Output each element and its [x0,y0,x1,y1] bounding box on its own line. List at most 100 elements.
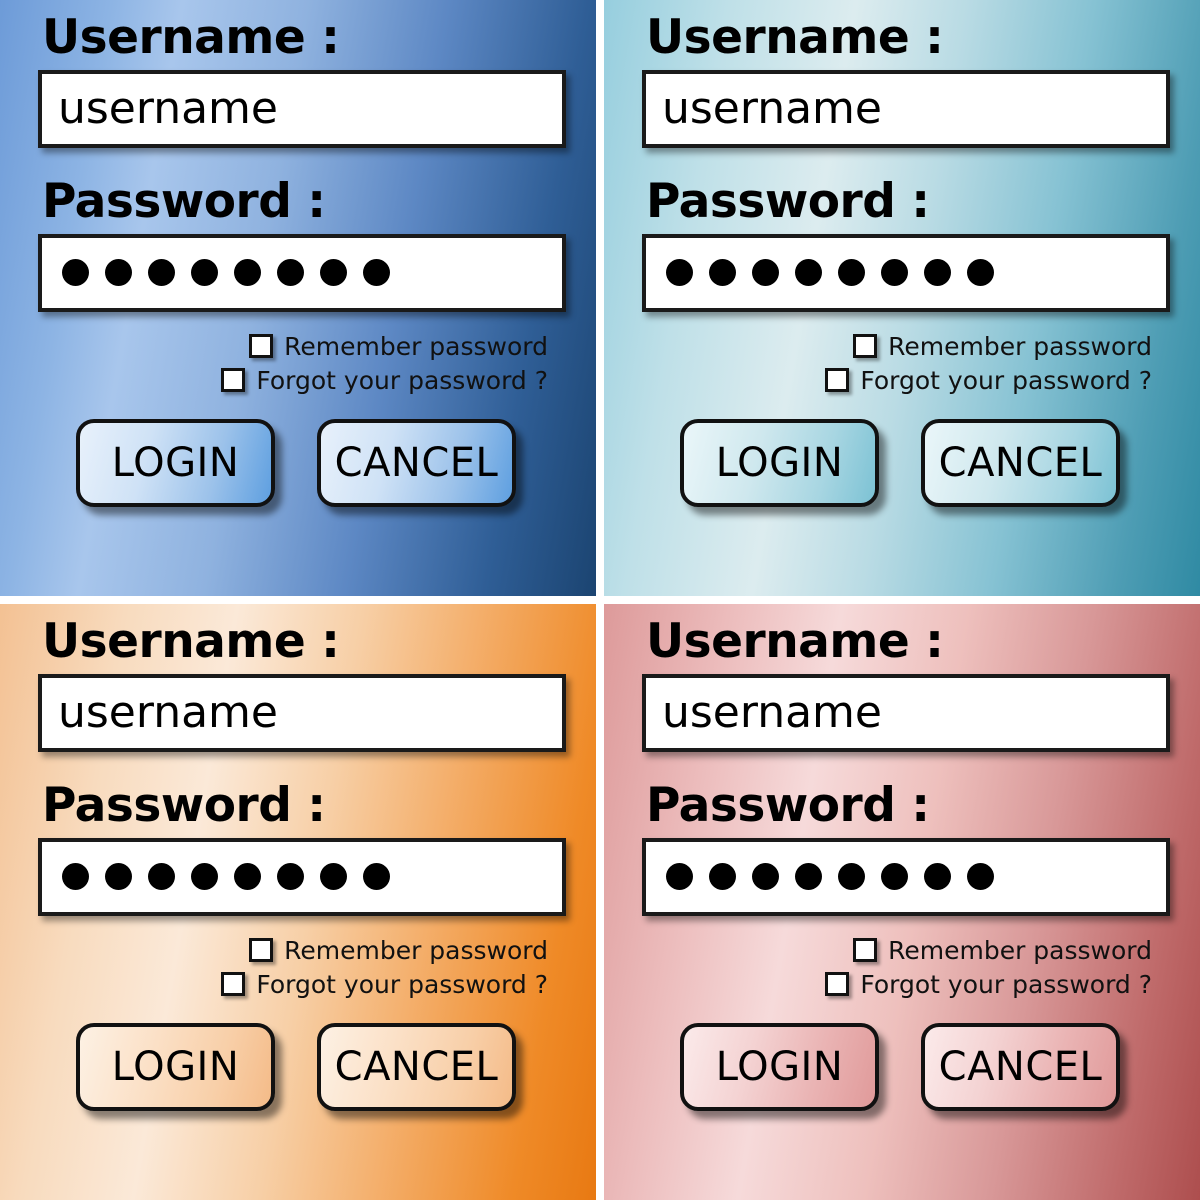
password-dot [924,863,951,891]
login-button[interactable]: LOGIN [680,1022,879,1111]
remember-password-label: Remember password [888,331,1152,361]
remember-password-row[interactable]: Remember password [249,334,548,359]
remember-password-row[interactable]: Remember password [853,938,1152,963]
login-button-label: LOGIN [111,439,240,486]
password-input[interactable] [642,837,1170,916]
password-dot [148,259,175,287]
password-dot [967,259,994,287]
cancel-button-label: CANCEL [334,1043,499,1090]
password-dot [62,863,89,891]
forgot-password-row[interactable]: Forgot your password ? [221,368,548,393]
password-dot [148,863,175,891]
forgot-password-label: Forgot your password ? [256,969,548,999]
forgot-password-checkbox[interactable] [221,972,246,997]
password-mask-dots [662,863,994,891]
remember-password-checkbox[interactable] [249,334,274,359]
login-button[interactable]: LOGIN [76,1022,275,1111]
remember-password-label: Remember password [284,935,548,965]
remember-password-row[interactable]: Remember password [853,334,1152,359]
password-dot [320,259,347,287]
password-dot [363,863,390,891]
password-dot [924,259,951,287]
forgot-password-checkbox[interactable] [825,368,850,393]
password-input[interactable] [642,233,1170,312]
cancel-button[interactable]: CANCEL [317,1022,516,1111]
forgot-password-label: Forgot your password ? [256,365,548,395]
username-input-value: username [58,686,278,738]
username-label: Username : [42,614,340,669]
remember-password-checkbox[interactable] [249,938,274,963]
password-dot [666,259,693,287]
login-button[interactable]: LOGIN [76,418,275,507]
password-dot [881,863,908,891]
password-dot [795,259,822,287]
password-dot [967,863,994,891]
action-buttons: LOGIN CANCEL [38,1022,570,1111]
username-input[interactable]: username [642,673,1170,752]
login-button-label: LOGIN [715,439,844,486]
password-dot [320,863,347,891]
password-dot [277,259,304,287]
password-dot [363,259,390,287]
cancel-button[interactable]: CANCEL [921,1022,1120,1111]
password-dot [838,259,865,287]
password-label: Password : [646,777,930,833]
password-dot [234,259,261,287]
remember-password-checkbox[interactable] [853,334,878,359]
username-input[interactable]: username [38,69,566,148]
forgot-password-row[interactable]: Forgot your password ? [221,972,548,997]
cancel-button-label: CANCEL [938,439,1103,486]
cancel-button-label: CANCEL [334,439,499,486]
password-dot [881,259,908,287]
cancel-button-label: CANCEL [938,1043,1103,1090]
forgot-password-label: Forgot your password ? [860,969,1152,999]
username-input-value: username [662,686,882,738]
password-dot [105,863,132,891]
remember-password-checkbox[interactable] [853,938,878,963]
login-button[interactable]: LOGIN [680,418,879,507]
remember-password-row[interactable]: Remember password [249,938,548,963]
username-input[interactable]: username [38,673,566,752]
forgot-password-label: Forgot your password ? [860,365,1152,395]
password-dot [191,259,218,287]
password-label: Password : [646,173,930,229]
login-button-label: LOGIN [715,1043,844,1090]
password-dot [666,863,693,891]
password-input[interactable] [38,837,566,916]
username-input-value: username [58,82,278,134]
username-label: Username : [42,10,340,65]
password-input[interactable] [38,233,566,312]
username-input[interactable]: username [642,69,1170,148]
login-button-label: LOGIN [111,1043,240,1090]
password-dot [838,863,865,891]
password-dot [752,259,779,287]
forgot-password-checkbox[interactable] [825,972,850,997]
forgot-password-row[interactable]: Forgot your password ? [825,368,1152,393]
password-dot [191,863,218,891]
password-dot [62,259,89,287]
remember-password-label: Remember password [888,935,1152,965]
username-label: Username : [646,10,944,65]
forgot-password-checkbox[interactable] [221,368,246,393]
username-input-value: username [662,82,882,134]
forgot-password-row[interactable]: Forgot your password ? [825,972,1152,997]
password-dot [105,259,132,287]
password-dot [709,863,736,891]
remember-password-label: Remember password [284,331,548,361]
action-buttons: LOGIN CANCEL [38,418,570,507]
action-buttons: LOGIN CANCEL [642,418,1174,507]
password-dot [234,863,261,891]
password-label: Password : [42,777,326,833]
cancel-button[interactable]: CANCEL [317,418,516,507]
cancel-button[interactable]: CANCEL [921,418,1120,507]
